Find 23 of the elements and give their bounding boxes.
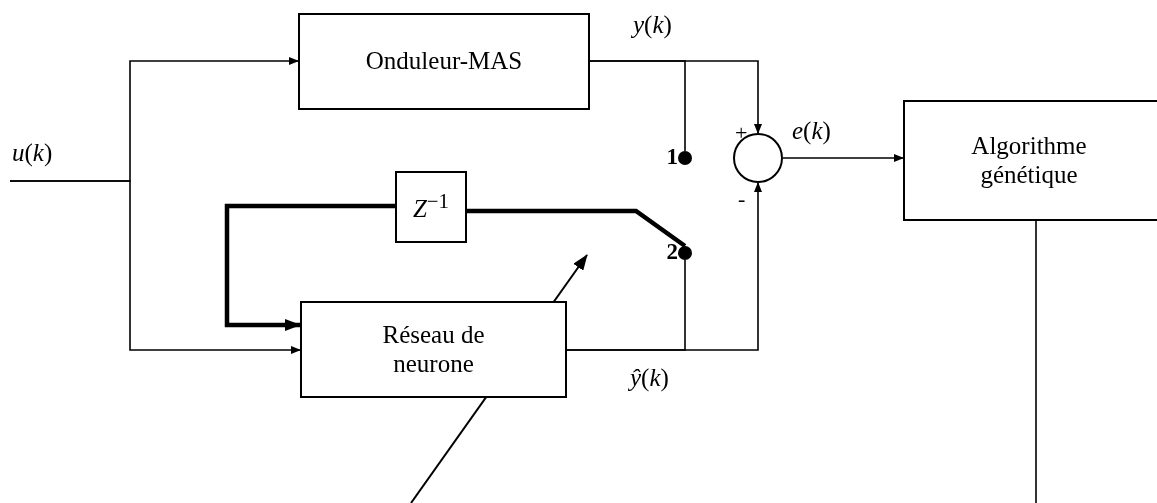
sign-label: + xyxy=(735,122,748,144)
signal-label: ŷ(k) xyxy=(630,365,669,390)
arrow xyxy=(224,203,395,331)
block-label: Onduleur-MAS xyxy=(365,47,523,76)
signal-label: e(k) xyxy=(792,118,831,143)
connector-line xyxy=(589,60,686,152)
process-block xyxy=(903,100,1157,221)
signal-label: y(k) xyxy=(633,12,672,37)
connector-line xyxy=(566,259,686,351)
block-label: Z$^{−1}$ xyxy=(412,189,450,225)
block-label: Réseau de neurone xyxy=(381,320,486,379)
arrow xyxy=(9,180,301,354)
arrow xyxy=(782,154,904,162)
connector-line xyxy=(467,208,687,248)
signal-label: u(k) xyxy=(12,140,53,165)
connector-line xyxy=(1035,220,1037,503)
sign-label: - xyxy=(738,188,746,210)
contact-number: 2 xyxy=(666,240,678,263)
process-block xyxy=(298,13,590,110)
block-label: Algorithme génétique xyxy=(970,131,1088,190)
process-block xyxy=(395,171,467,243)
process-block xyxy=(300,301,567,398)
contact-number: 1 xyxy=(666,145,678,168)
